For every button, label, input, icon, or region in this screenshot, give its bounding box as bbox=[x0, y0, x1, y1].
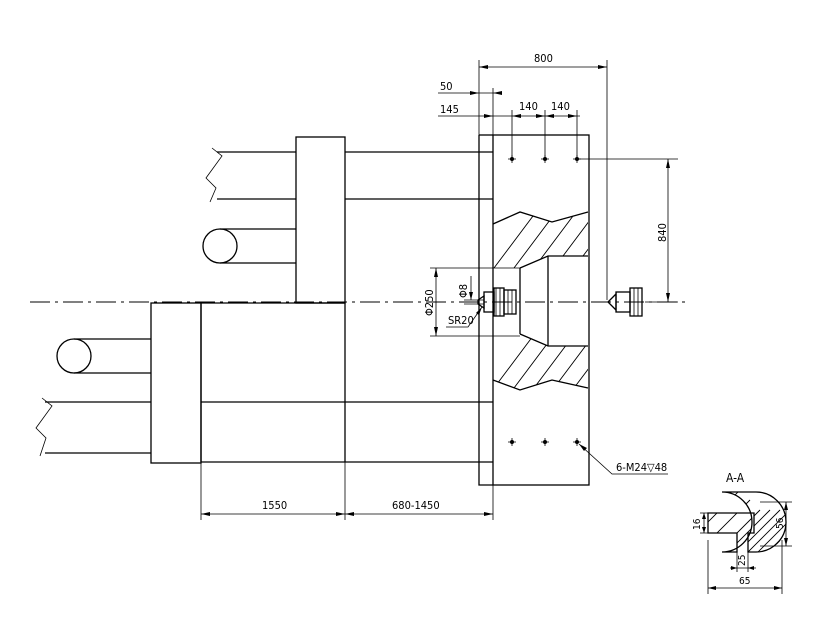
bolt-holes-top bbox=[508, 155, 581, 163]
tie-bar-end-circle-upper bbox=[202, 228, 296, 264]
dim-50-label: 50 bbox=[440, 80, 453, 93]
section-dim-16: 16 bbox=[692, 518, 703, 530]
hatching-top bbox=[493, 212, 588, 268]
dim-840: 840 bbox=[579, 158, 678, 303]
dim-phi8-label: Φ8 bbox=[457, 284, 470, 298]
section-dim-25: 25 bbox=[737, 555, 748, 566]
dim-145: 145 140 140 bbox=[438, 100, 580, 159]
section-title: A-A bbox=[726, 471, 745, 485]
dim-800: 800 bbox=[478, 52, 608, 300]
dim-140a-label: 140 bbox=[519, 100, 538, 113]
dim-sr20: SR20 bbox=[446, 306, 483, 328]
section-dim-56: 56 bbox=[775, 517, 786, 529]
dim-840-label: 840 bbox=[656, 223, 669, 242]
section-a-a: A-A 16 56 25 65 bbox=[692, 471, 792, 594]
dim-140b-label: 140 bbox=[551, 100, 570, 113]
dim-145-label: 145 bbox=[440, 103, 459, 116]
dim-680-1450: 680-1450 bbox=[345, 485, 494, 520]
section-dim-65: 65 bbox=[739, 576, 750, 587]
tie-bar-lower bbox=[35, 338, 151, 457]
dim-holes-label: 6-M24▽48 bbox=[616, 461, 667, 474]
dim-800-label: 800 bbox=[534, 52, 553, 65]
dim-1550-label: 1550 bbox=[262, 499, 287, 512]
leader-holes: 6-M24▽48 bbox=[578, 443, 668, 475]
dim-sr20-label: SR20 bbox=[448, 314, 474, 327]
fixed-platen bbox=[478, 134, 590, 486]
bolt-holes-bottom bbox=[508, 438, 581, 446]
dim-phi250-label: Φ250 bbox=[423, 289, 436, 316]
tie-bar-upper bbox=[205, 147, 493, 203]
dim-680-label: 680-1450 bbox=[392, 499, 440, 512]
hatching-bottom bbox=[493, 334, 588, 390]
dim-50: 50 bbox=[438, 80, 502, 135]
dim-phi8: Φ8 bbox=[457, 276, 484, 305]
moving-platen-block bbox=[295, 136, 346, 304]
dim-1550: 1550 bbox=[200, 462, 345, 520]
main-body bbox=[150, 302, 493, 520]
dim-phi250: Φ250 bbox=[423, 267, 520, 337]
platen-cavity bbox=[492, 211, 589, 391]
